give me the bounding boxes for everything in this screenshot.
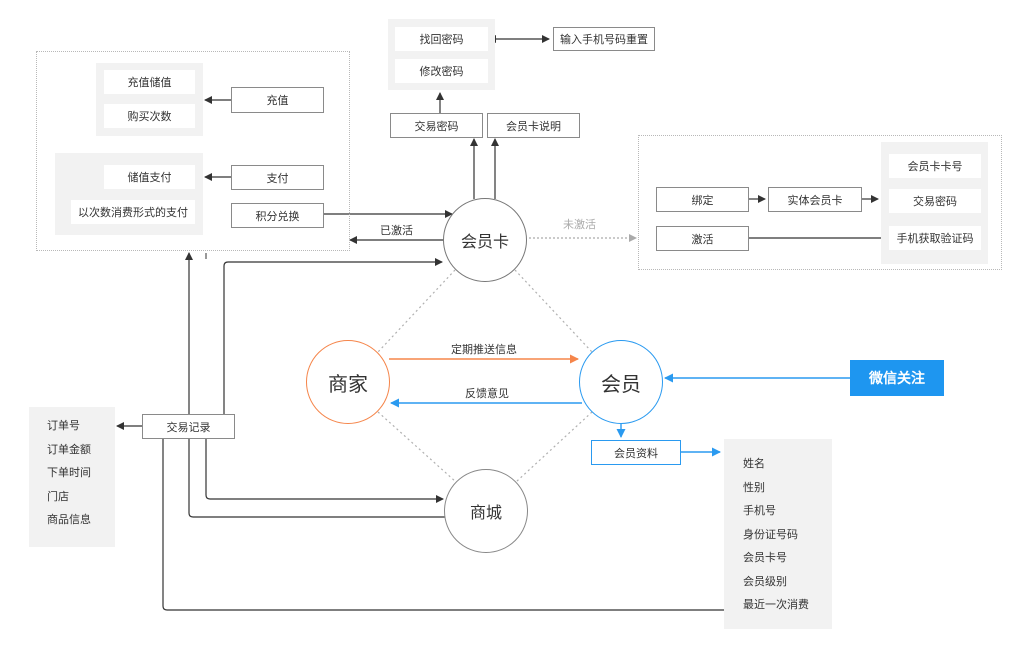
reset-by-phone-box[interactable]: 输入手机号码重置 <box>553 27 655 51</box>
arrow-transaction-to-card <box>223 258 443 414</box>
arrow-transaction-to-mall <box>205 438 444 503</box>
profile-field-id-number: 身份证号码 <box>743 527 798 541</box>
transaction-field-amount: 订单金额 <box>47 442 91 456</box>
merchant-label: 商家 <box>328 371 368 396</box>
points-exchange-box[interactable]: 积分兑换 <box>231 203 324 228</box>
member-card-label: 会员卡 <box>460 232 509 251</box>
member-card-node[interactable]: 会员卡 <box>443 198 527 282</box>
change-password[interactable]: 修改密码 <box>395 59 488 83</box>
label-push-info: 定期推送信息 <box>451 343 517 356</box>
member-profile-box[interactable]: 会员资料 <box>591 440 681 465</box>
transaction-fields-panel: 订单号 订单金额 下单时间 门店 商品信息 <box>29 407 115 547</box>
mall-node[interactable]: 商城 <box>444 469 528 553</box>
stored-value-pay[interactable]: 储值支付 <box>104 165 195 189</box>
label-not-activated: 未激活 <box>563 218 596 231</box>
recharge-box[interactable]: 充值 <box>231 87 324 113</box>
edge-card-member <box>514 269 593 353</box>
pay-box[interactable]: 支付 <box>231 165 324 190</box>
card-number-field[interactable]: 会员卡卡号 <box>889 154 981 178</box>
edge-card-merchant <box>377 269 456 353</box>
profile-field-card-number: 会员卡号 <box>743 551 787 564</box>
transaction-field-store: 门店 <box>47 489 69 503</box>
card-description-box[interactable]: 会员卡说明 <box>487 113 580 138</box>
profile-field-phone: 手机号 <box>743 504 776 517</box>
buy-times[interactable]: 购买次数 <box>104 104 195 128</box>
transaction-field-time: 下单时间 <box>47 466 91 479</box>
member-node[interactable]: 会员 <box>579 340 663 424</box>
times-consumption-pay[interactable]: 以次数消费形式的支付 <box>71 200 195 224</box>
member-label: 会员 <box>601 371 641 396</box>
member-profile-fields-panel: 姓名 性别 手机号 身份证号码 会员卡号 会员级别 最近一次消费 <box>724 439 832 629</box>
trade-password-box[interactable]: 交易密码 <box>390 113 483 138</box>
mall-label: 商城 <box>469 503 502 522</box>
transaction-field-goods: 商品信息 <box>47 513 91 526</box>
arrow-to-last-consumption <box>162 438 734 614</box>
activate-box[interactable]: 激活 <box>656 226 749 251</box>
wechat-follow-button[interactable]: 微信关注 <box>850 360 944 396</box>
diamond-dotted-lines <box>377 269 593 483</box>
profile-field-level: 会员级别 <box>743 574 787 588</box>
find-password[interactable]: 找回密码 <box>395 27 488 51</box>
trade-password-field[interactable]: 交易密码 <box>889 189 981 213</box>
merchant-node[interactable]: 商家 <box>306 340 390 424</box>
recharge-stored-value[interactable]: 充值储值 <box>104 70 195 94</box>
edge-member-mall <box>515 411 593 483</box>
transaction-record-box[interactable]: 交易记录 <box>142 414 235 439</box>
left-region <box>36 51 350 251</box>
bind-box[interactable]: 绑定 <box>656 187 749 212</box>
profile-field-gender: 性别 <box>743 480 765 494</box>
physical-card-box[interactable]: 实体会员卡 <box>768 187 862 212</box>
label-feedback: 反馈意见 <box>465 387 509 400</box>
profile-field-name: 姓名 <box>743 457 765 470</box>
right-region <box>638 135 1002 270</box>
transaction-field-order-no: 订单号 <box>47 419 80 432</box>
sms-code-field[interactable]: 手机获取验证码 <box>889 226 981 250</box>
line-mall-to-transaction <box>188 438 445 518</box>
label-activated: 已激活 <box>380 224 413 237</box>
edge-merchant-mall <box>377 411 457 483</box>
profile-field-last-consumption: 最近一次消费 <box>743 598 809 611</box>
